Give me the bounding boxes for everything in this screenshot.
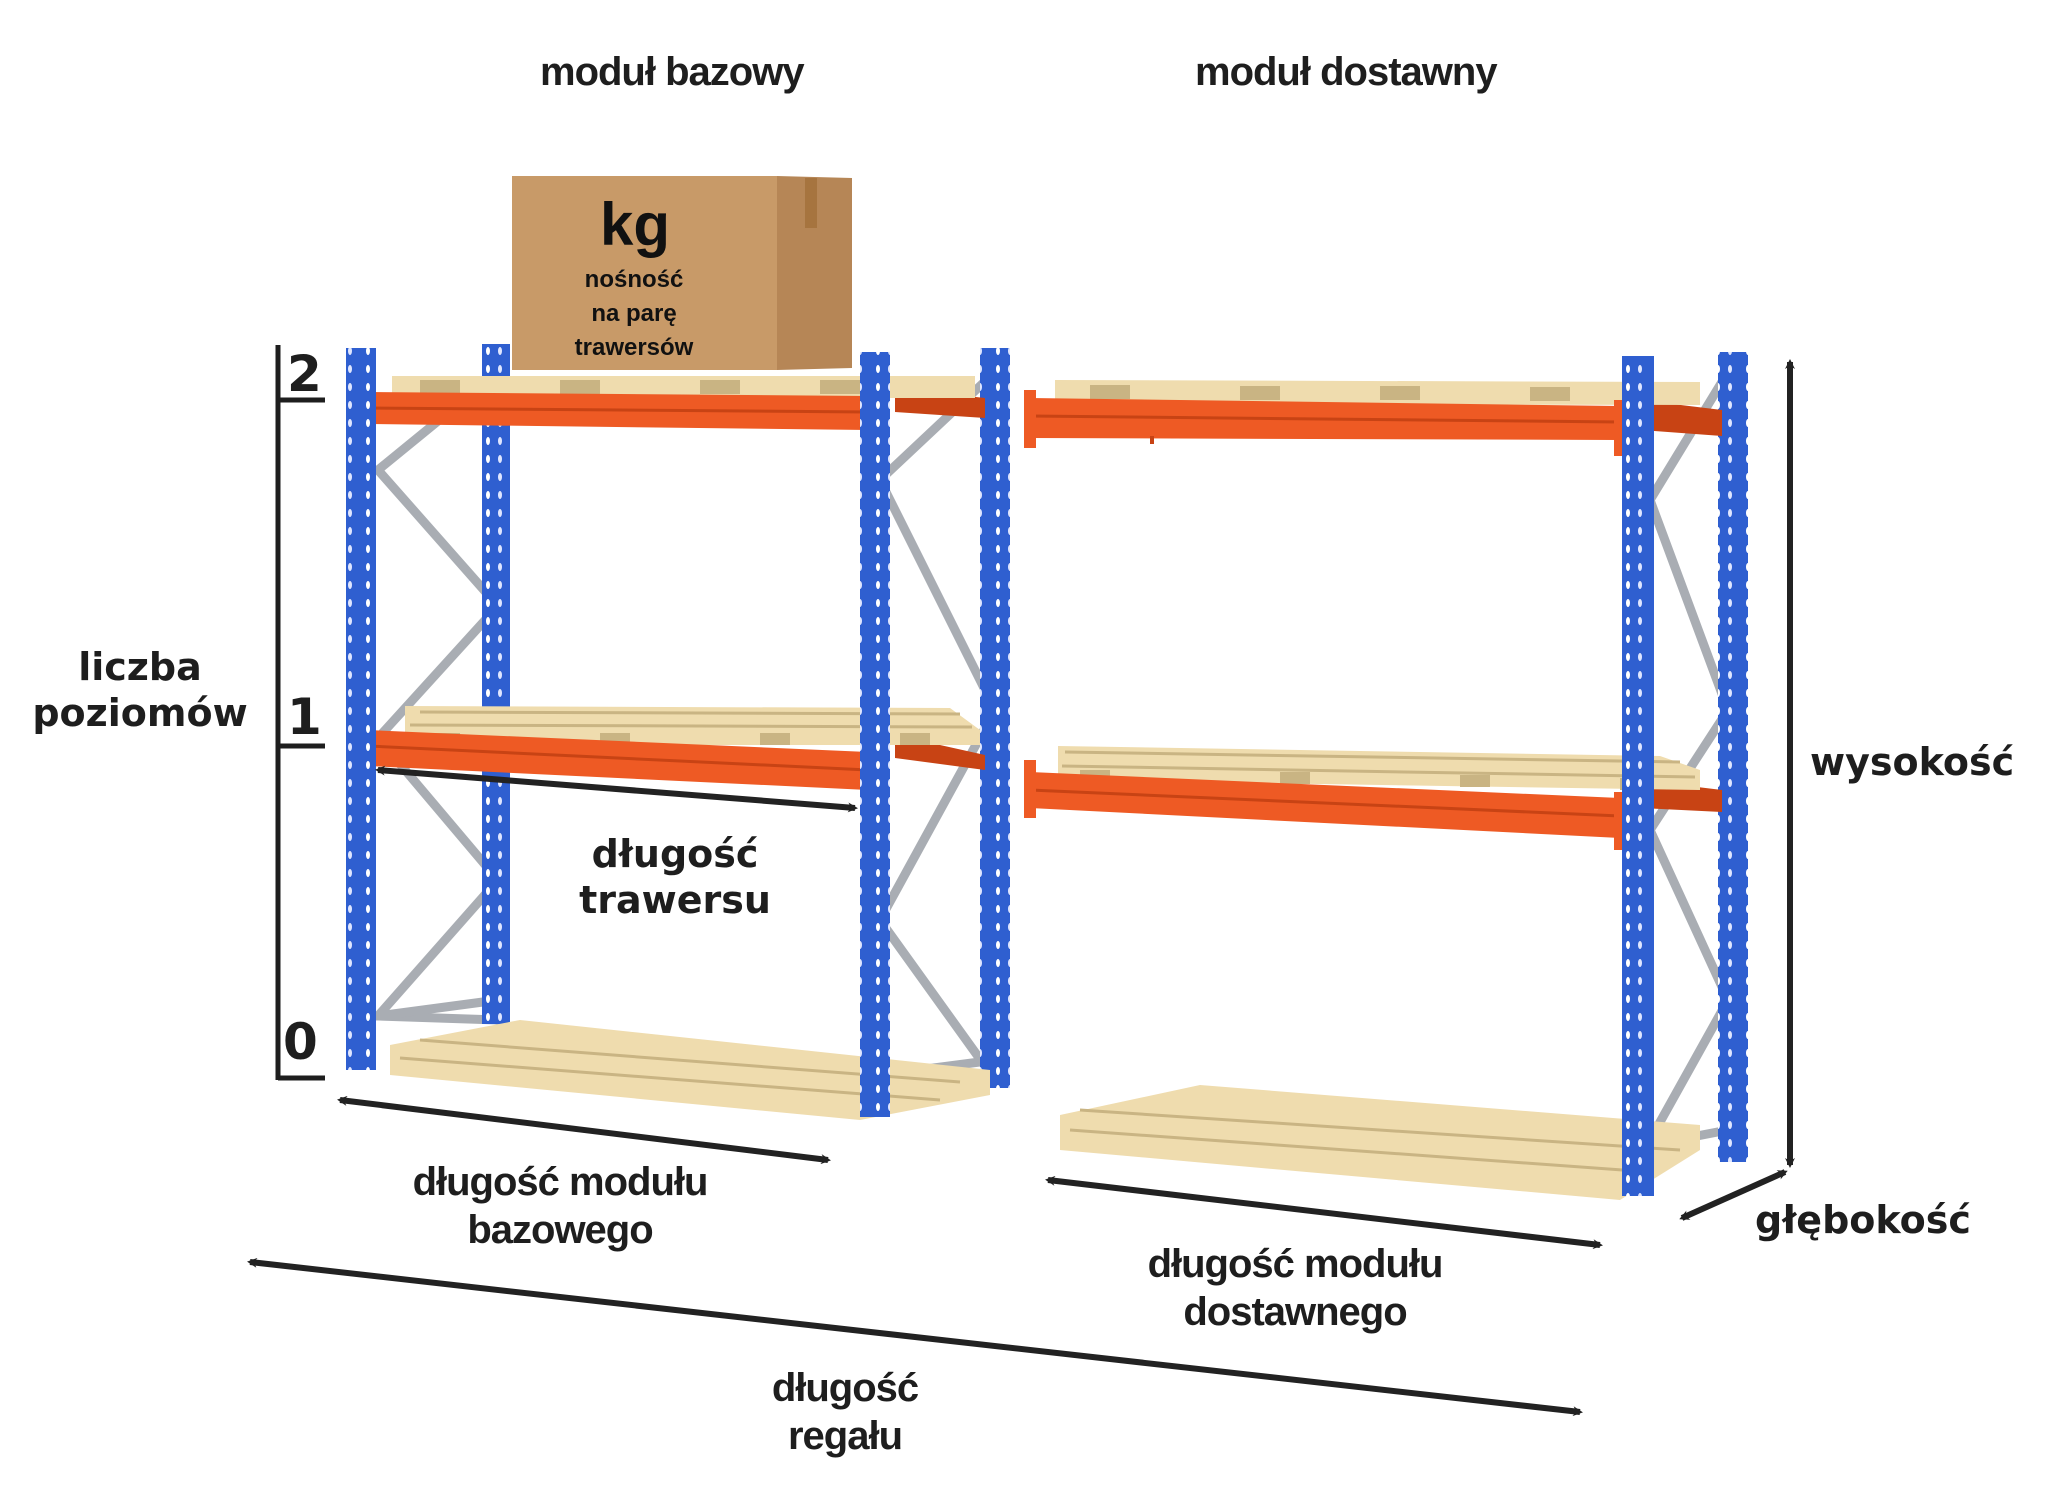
box-front [512, 176, 777, 370]
upright-front-left [346, 348, 376, 1070]
rack-length-arrow [247, 1257, 1583, 1417]
level-1-number: 1 [287, 688, 322, 746]
brace-left-frame [368, 367, 505, 1025]
pallets-level-1-addon [1058, 746, 1700, 790]
beam-length-line-1: długość [591, 832, 759, 876]
pallets-level-0-addon [1060, 1085, 1700, 1200]
depth-arrow [1679, 1169, 1788, 1221]
levels-bracket [275, 345, 325, 1081]
beam-length-arrow [375, 765, 858, 813]
base-module-length-line-2: bazowego [467, 1208, 653, 1252]
box-capacity-line-3: trawersów [574, 334, 694, 361]
beam-front-level-2-addon [1024, 390, 1626, 456]
rack-length-label: długość regału [720, 1364, 970, 1460]
brace-right-frame [1644, 367, 1734, 1145]
base-module-length-label: długość modułu bazowego [380, 1158, 740, 1254]
depth-label: głębokość [1755, 1198, 1971, 1242]
levels-label-line-1: liczba [78, 645, 202, 689]
addon-module-length-line-2: dostawnego [1183, 1290, 1407, 1334]
beam-back-top-addon [1640, 400, 1722, 436]
rack-length-line-2: regału [787, 1414, 903, 1458]
upright-front-right [1622, 356, 1654, 1196]
addon-module-length-arrow [1045, 1175, 1603, 1250]
levels-label-line-2: poziomów [32, 690, 248, 735]
addon-module-length-line-1: długość modułu [1147, 1242, 1444, 1286]
upright-back-right [1718, 352, 1748, 1162]
box-unit-label: kg [600, 191, 671, 258]
addon-module-title: moduł dostawny [1195, 50, 1498, 94]
level-0-number: 0 [283, 1013, 318, 1071]
rack-length-line-1: długość [771, 1366, 919, 1410]
box-tape [805, 178, 817, 228]
base-module-length-line-1: długość modułu [412, 1160, 709, 1204]
base-module-length-arrow [337, 1095, 831, 1165]
upright-back-middle [980, 348, 1010, 1088]
pallets-level-0-base [390, 1020, 990, 1120]
box-capacity-line-1: nośność [584, 266, 684, 293]
upright-back-left [482, 344, 510, 1024]
pallets-level-2-base [392, 376, 975, 398]
beam-length-line-2: trawersu [579, 877, 771, 922]
base-module-title: moduł bazowy [540, 50, 805, 94]
box-capacity-line-2: na parę [591, 300, 677, 327]
beam-length-label: długość trawersu [560, 832, 790, 923]
load-box [512, 176, 852, 370]
height-label: wysokość [1810, 740, 2015, 784]
addon-module-length-label: długość modułu dostawnego [1115, 1240, 1475, 1336]
upright-front-middle [860, 352, 890, 1117]
box-side [777, 176, 852, 370]
level-2-number: 2 [287, 345, 322, 403]
pallets-level-2-addon [1055, 380, 1700, 405]
levels-label: liczba poziomów [30, 645, 250, 736]
